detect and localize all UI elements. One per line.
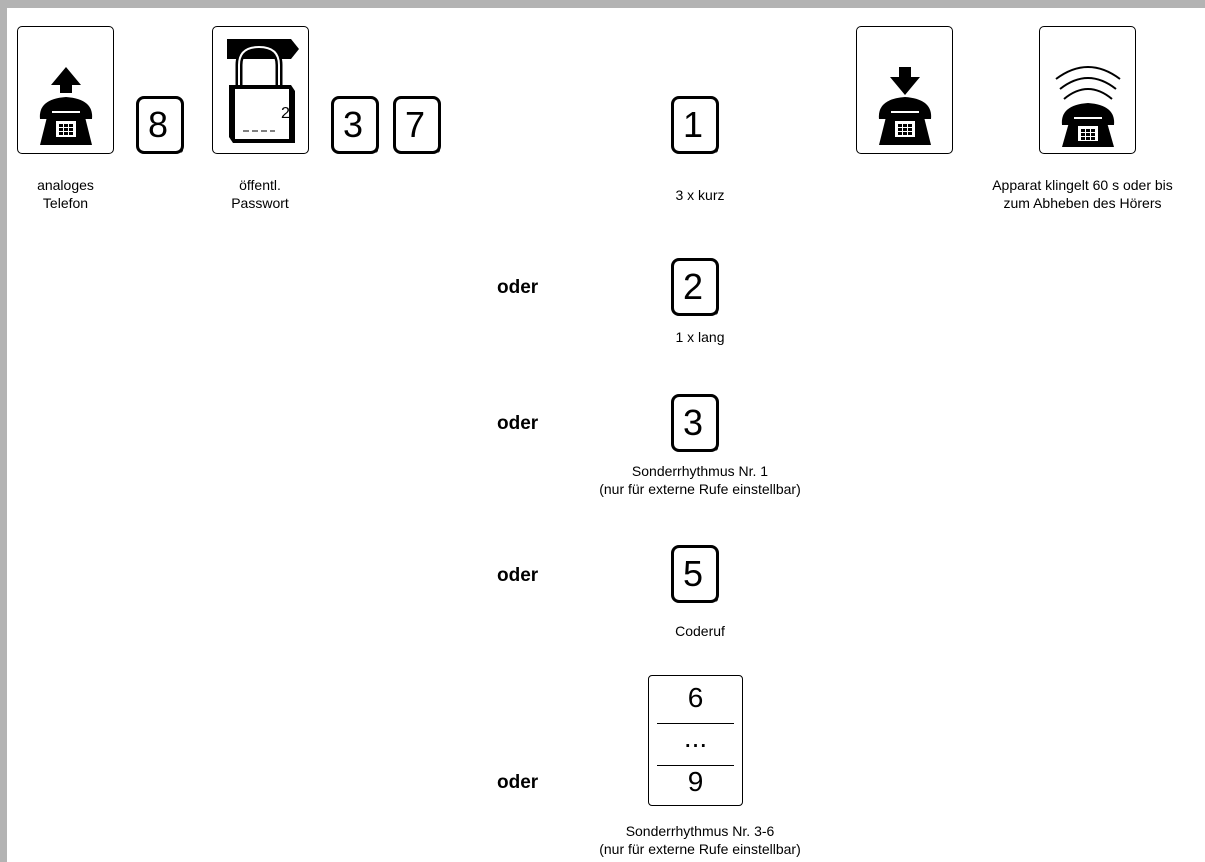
option-key-3-label: 3 — [682, 402, 704, 443]
option-2-caption: 1 x lang — [675, 329, 725, 345]
password-lock-card: 2 — [212, 26, 309, 154]
range-key-bottom: 9 — [687, 766, 704, 797]
key-3-button[interactable]: 3 — [331, 96, 379, 154]
option-3-caption: Sonderrhythmus Nr. 1 (nur für externe Ru… — [599, 463, 801, 497]
range-key-middle: ... — [683, 722, 708, 753]
option-key-3-button[interactable]: 3 — [671, 394, 719, 452]
replace-handset-icon — [878, 67, 932, 145]
range-key-top: 6 — [687, 682, 704, 713]
option-key-1-label: 1 — [682, 104, 704, 145]
range-option-connector: oder — [497, 772, 539, 793]
option-key-2-label: 2 — [682, 266, 704, 307]
range-key-divider-top — [657, 723, 734, 724]
password-caption: öffentl. Passwort — [231, 177, 289, 211]
lift-handset-card — [17, 26, 114, 154]
replace-handset-card — [856, 26, 953, 154]
range-key-6-9-button[interactable]: 6 ... 9 — [648, 675, 743, 806]
padlock-icon — [227, 39, 299, 143]
lift-handset-icon — [39, 67, 93, 145]
key-3-label: 3 — [342, 104, 364, 145]
frame-left-border — [0, 0, 7, 862]
option-4-connector: oder — [497, 565, 539, 586]
option-4-caption: Coderuf — [675, 623, 725, 639]
option-key-5-label: 5 — [682, 553, 704, 594]
key-8-label: 8 — [147, 104, 169, 145]
option-1-caption: 3 x kurz — [675, 187, 725, 203]
option-key-2-button[interactable]: 2 — [671, 258, 719, 316]
frame-top-border — [0, 0, 1205, 8]
ring-caption: Apparat klingelt 60 s oder bis zum Abheb… — [992, 177, 1173, 211]
ringing-phone-card — [1039, 26, 1136, 154]
key-7-button[interactable]: 7 — [393, 96, 441, 154]
option-key-1-button[interactable]: 1 — [671, 96, 719, 154]
key-8-button[interactable]: 8 — [136, 96, 184, 154]
lift-handset-caption: analoges Telefon — [37, 177, 94, 211]
ringing-phone-icon — [1055, 66, 1121, 147]
key-7-label: 7 — [404, 104, 426, 145]
option-2-connector: oder — [497, 277, 539, 298]
option-key-5-button[interactable]: 5 — [671, 545, 719, 603]
option-3-connector: oder — [497, 413, 539, 434]
lock-digit: 2 — [281, 105, 290, 122]
range-option-caption: Sonderrhythmus Nr. 3-6 (nur für externe … — [599, 823, 801, 857]
range-key-divider-bottom — [657, 765, 734, 766]
